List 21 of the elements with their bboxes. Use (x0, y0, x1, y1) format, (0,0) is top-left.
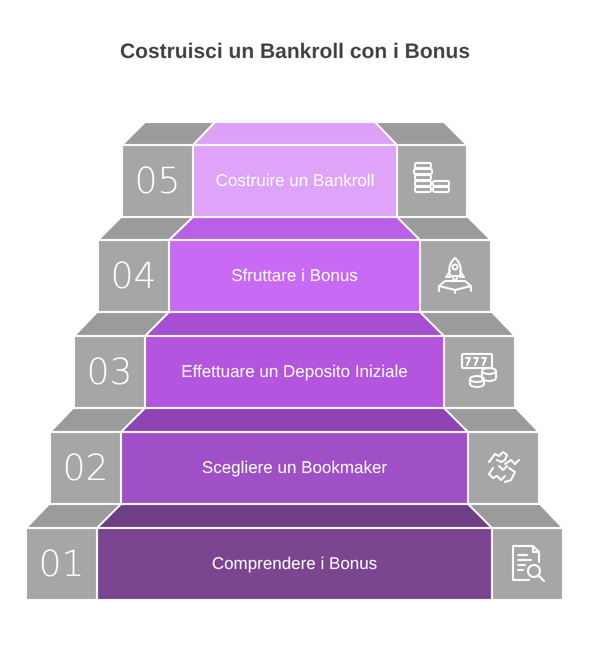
step-label: Effettuare un Deposito Iniziale (181, 361, 408, 383)
step-block (145, 336, 444, 408)
step-number: 04 (110, 256, 156, 296)
step-block (193, 145, 397, 217)
number-block (50, 432, 121, 504)
step-number: 03 (86, 352, 132, 392)
number-block (26, 528, 97, 600)
title: Costruisci un Bankroll con i Bonus (118, 40, 472, 64)
step-block (121, 432, 468, 504)
step-number: 05 (134, 160, 180, 202)
step-label: Comprendere i Bonus (212, 553, 378, 575)
step-label: Costruire un Bankroll (216, 170, 374, 192)
step-block (97, 528, 492, 600)
number-block (122, 145, 193, 217)
step-label: Sfruttare i Bonus (231, 265, 358, 287)
number-block (98, 240, 169, 312)
step-number: 01 (38, 544, 84, 584)
step-label: Scegliere un Bookmaker (202, 457, 388, 479)
number-block (74, 336, 145, 408)
step-number: 02 (62, 448, 108, 488)
step-block (169, 240, 420, 312)
